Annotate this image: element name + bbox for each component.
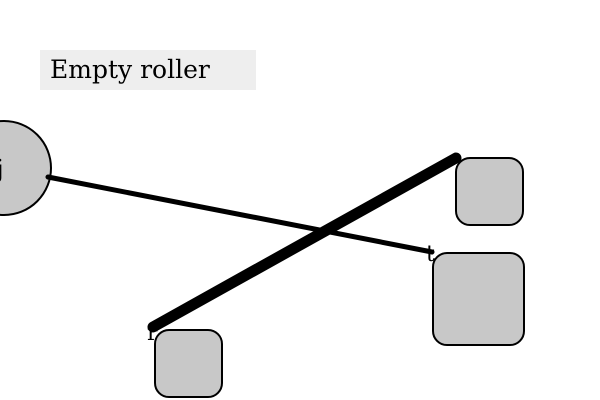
scene-title: Empty roller xyxy=(40,50,256,90)
thick-line-start-label: r xyxy=(147,321,158,346)
square-node-top-right[interactable] xyxy=(455,157,524,226)
square-node-large-right[interactable] xyxy=(432,252,525,346)
circle-node[interactable] xyxy=(0,120,52,216)
thin-line-end-label: t xyxy=(426,242,435,267)
thick-connector-line[interactable] xyxy=(147,152,462,333)
circle-node-label: j xyxy=(0,155,4,183)
thin-connector-line[interactable] xyxy=(45,174,435,255)
square-node-bottom-left[interactable] xyxy=(154,329,223,398)
